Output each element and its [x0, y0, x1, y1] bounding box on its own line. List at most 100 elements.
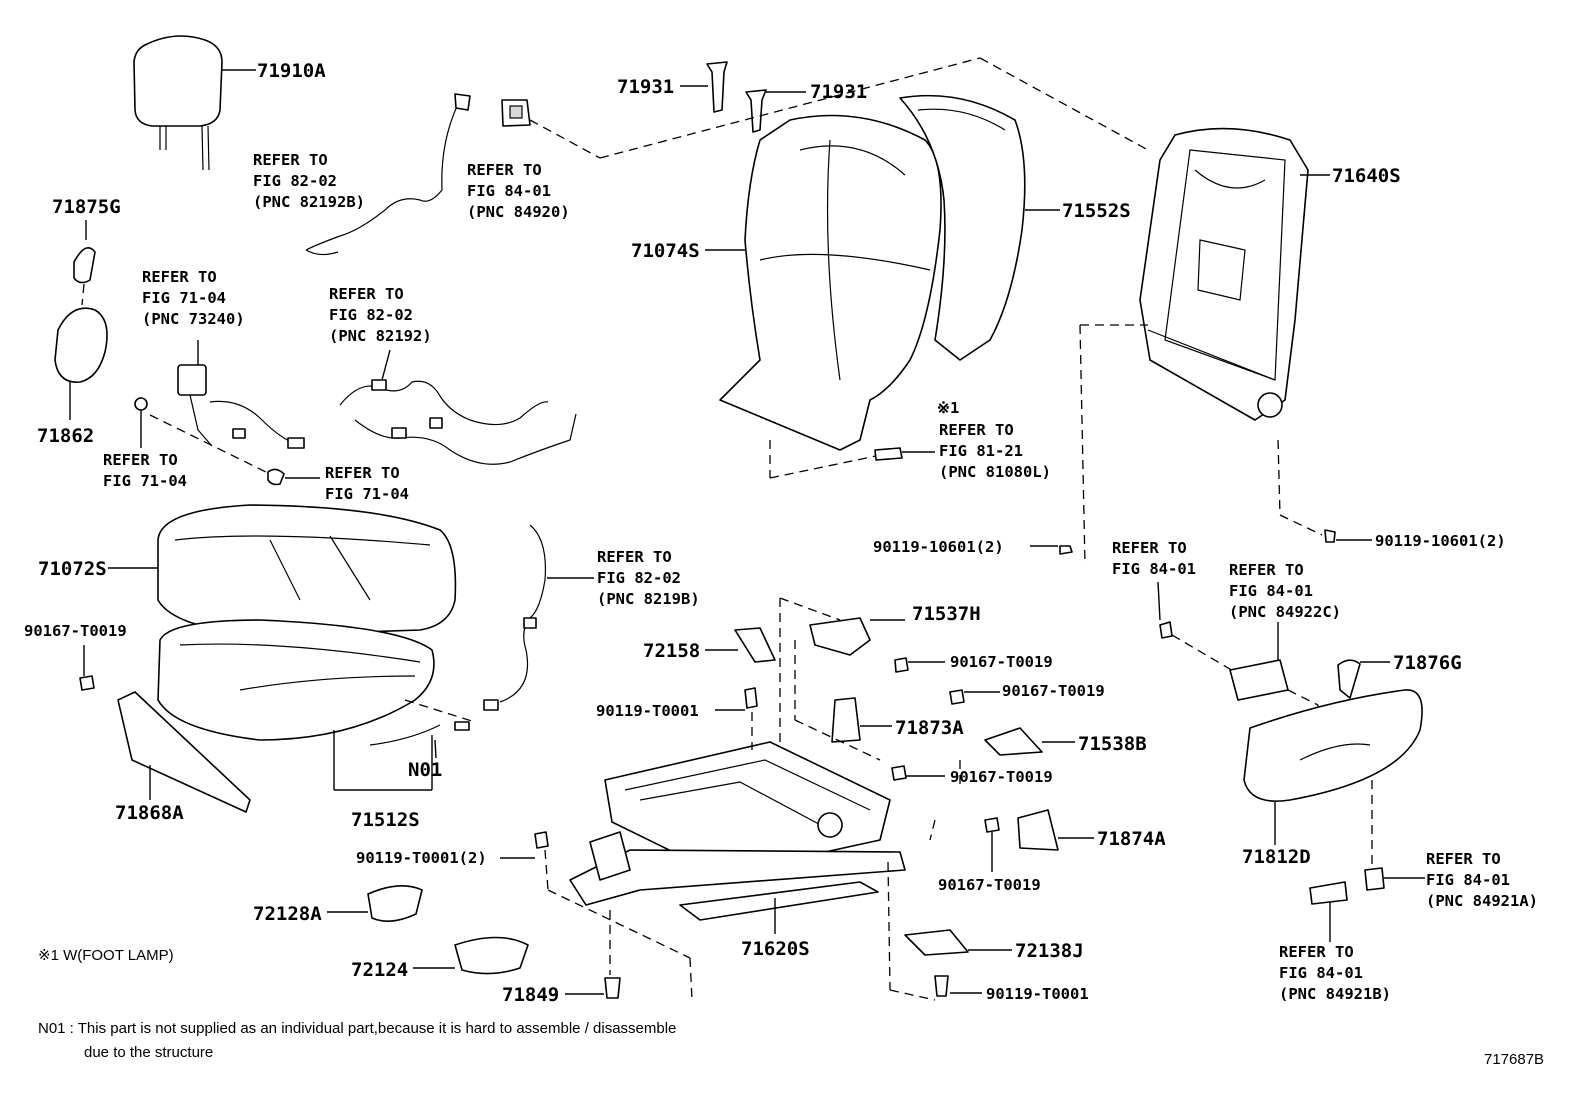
label-72124: 72124 — [351, 959, 408, 981]
ref-fig-84-01-bolt: REFER TO FIG 84-01 — [1112, 539, 1196, 578]
label-71620S: 71620S — [741, 938, 810, 960]
switch-connector — [501, 99, 601, 159]
svg-text:FIG 82-02: FIG 82-02 — [253, 172, 337, 190]
label-71862: 71862 — [37, 425, 94, 447]
guide-lines-right — [1030, 324, 1372, 566]
label-90167-T0019-b: 90167-T0019 — [1002, 682, 1105, 700]
svg-text:FIG 71-04: FIG 71-04 — [142, 289, 226, 307]
seatback-frame — [979, 57, 1330, 421]
svg-text:FIG 71-04: FIG 71-04 — [103, 472, 187, 490]
svg-text:REFER TO: REFER TO — [253, 151, 328, 169]
label-71537H: 71537H — [912, 603, 981, 625]
svg-text:FIG 82-02: FIG 82-02 — [329, 306, 413, 324]
label-72158: 72158 — [643, 640, 700, 662]
wire-harness-upper — [305, 93, 471, 256]
seat-heater — [333, 699, 476, 791]
label-71875G: 71875G — [52, 196, 121, 218]
svg-text:REFER TO: REFER TO — [939, 421, 1014, 439]
footnote-foot-lamp: ※1 W(FOOT LAMP) — [38, 947, 174, 964]
svg-text:(PNC 73240): (PNC 73240) — [142, 310, 245, 328]
label-71072S: 71072S — [38, 558, 107, 580]
label-N01: N01 — [408, 759, 442, 781]
label-90119-T0001-a: 90119-T0001 — [596, 702, 699, 720]
svg-text:FIG 84-01: FIG 84-01 — [1426, 871, 1510, 889]
svg-text:REFER TO: REFER TO — [597, 548, 672, 566]
svg-text:(PNC 84922C): (PNC 84922C) — [1229, 603, 1341, 621]
svg-text:FIG 71-04: FIG 71-04 — [325, 485, 409, 503]
label-90167-T0019-left: 90167-T0019 — [24, 622, 127, 640]
label-90167-T0019-a: 90167-T0019 — [950, 653, 1053, 671]
svg-text:REFER TO: REFER TO — [467, 161, 542, 179]
ref-fig-84-01-84921A: REFER TO FIG 84-01 (PNC 84921A) — [1426, 850, 1538, 910]
label-71873A: 71873A — [895, 717, 964, 739]
seat-adjuster — [569, 741, 906, 934]
svg-text:FIG 84-01: FIG 84-01 — [467, 182, 551, 200]
brackets — [327, 617, 1094, 999]
note-n01-line1: N01 : This part is not supplied as an in… — [38, 1020, 676, 1037]
ref-fig-71-04-73240: REFER TO FIG 71-04 (PNC 73240) — [142, 268, 245, 328]
label-90119-T0001-2: 90119-T0001(2) — [356, 849, 487, 867]
svg-text:※1: ※1 — [937, 399, 959, 417]
svg-text:(PNC 82192): (PNC 82192) — [329, 327, 432, 345]
clip-pins — [599, 57, 981, 159]
ref-fig-71-04-left: REFER TO FIG 71-04 — [103, 451, 187, 490]
ref-fig-84-01-84920: REFER TO FIG 84-01 (PNC 84920) — [467, 161, 570, 221]
svg-text:(PNC 84921A): (PNC 84921A) — [1426, 892, 1538, 910]
foot-lamp — [769, 440, 935, 479]
guide-lines-center — [544, 597, 961, 1001]
svg-text:REFER TO: REFER TO — [1229, 561, 1304, 579]
label-90119-10601-left: 90119-10601(2) — [873, 538, 1004, 556]
label-71868A: 71868A — [115, 802, 184, 824]
belt-buckle — [134, 340, 320, 486]
svg-text:REFER TO: REFER TO — [1426, 850, 1501, 868]
svg-text:REFER TO: REFER TO — [325, 464, 400, 482]
ref-fig-84-01-84921B: REFER TO FIG 84-01 (PNC 84921B) — [1279, 943, 1391, 1003]
ref-fig-84-01-84922C: REFER TO FIG 84-01 (PNC 84922C) — [1229, 561, 1341, 621]
label-71074S: 71074S — [631, 240, 700, 262]
side-cover-right — [1157, 581, 1425, 942]
label-90119-T0001-c: 90119-T0001 — [986, 985, 1089, 1003]
svg-text:REFER TO: REFER TO — [1279, 943, 1354, 961]
svg-text:REFER TO: REFER TO — [329, 285, 404, 303]
svg-text:FIG 81-21: FIG 81-21 — [939, 442, 1023, 460]
figure-id: 717687B — [1484, 1051, 1544, 1068]
label-71876G: 71876G — [1393, 652, 1462, 674]
label-71910A: 71910A — [257, 60, 326, 82]
ref-fig-81-21-81080L: ※1 REFER TO FIG 81-21 (PNC 81080L) — [937, 399, 1051, 481]
label-71538B: 71538B — [1078, 733, 1147, 755]
cushion-cover — [108, 504, 457, 636]
label-72138J: 72138J — [1015, 940, 1084, 962]
svg-text:REFER TO: REFER TO — [142, 268, 217, 286]
svg-text:(PNC 84921B): (PNC 84921B) — [1279, 985, 1391, 1003]
wire-cushion — [483, 524, 594, 711]
wire-harness-seat — [339, 349, 577, 465]
svg-text:FIG 82-02: FIG 82-02 — [597, 569, 681, 587]
knob-cover — [54, 220, 108, 420]
label-71640S: 71640S — [1332, 165, 1401, 187]
seatback-cover — [719, 114, 942, 451]
ref-fig-82-02-82192B: REFER TO FIG 82-02 (PNC 82192B) — [253, 151, 365, 211]
svg-text:REFER TO: REFER TO — [103, 451, 178, 469]
svg-text:FIG 84-01: FIG 84-01 — [1229, 582, 1313, 600]
note-n01-line2: due to the structure — [84, 1044, 213, 1061]
label-71849: 71849 — [502, 984, 559, 1006]
label-90167-T0019-d: 90167-T0019 — [938, 876, 1041, 894]
cushion-pad — [157, 619, 435, 741]
svg-text:FIG 84-01: FIG 84-01 — [1112, 560, 1196, 578]
label-72128A: 72128A — [253, 903, 322, 925]
ref-fig-82-02-82192: REFER TO FIG 82-02 (PNC 82192) — [329, 285, 432, 345]
side-cover-left — [79, 645, 251, 813]
label-90167-T0019-c: 90167-T0019 — [950, 768, 1053, 786]
label-71812D: 71812D — [1242, 846, 1311, 868]
label-71931-left: 71931 — [617, 76, 674, 98]
svg-text:REFER TO: REFER TO — [1112, 539, 1187, 557]
label-71874A: 71874A — [1097, 828, 1166, 850]
label-71512S: 71512S — [351, 809, 420, 831]
svg-text:FIG 84-01: FIG 84-01 — [1279, 964, 1363, 982]
svg-text:(PNC 81080L): (PNC 81080L) — [939, 463, 1051, 481]
ref-fig-71-04-right: REFER TO FIG 71-04 — [325, 464, 409, 503]
svg-text:(PNC 84920): (PNC 84920) — [467, 203, 570, 221]
svg-text:(PNC 82192B): (PNC 82192B) — [253, 193, 365, 211]
label-90119-10601-right: 90119-10601(2) — [1375, 532, 1506, 550]
